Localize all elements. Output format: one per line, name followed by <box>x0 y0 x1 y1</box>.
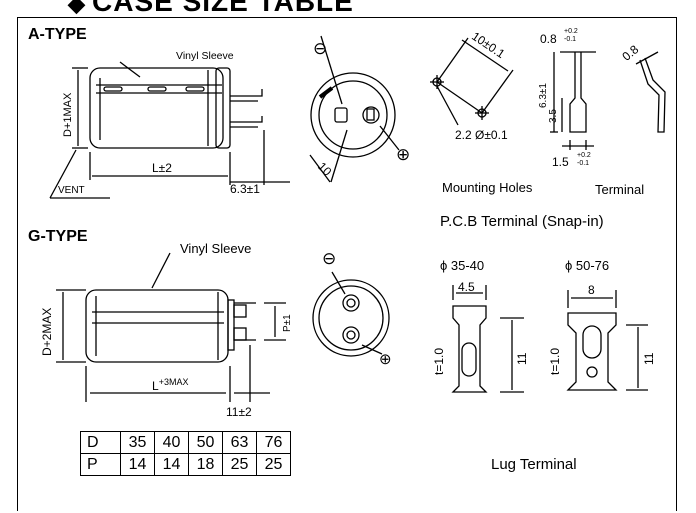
a-type-title: A-TYPE <box>28 26 87 43</box>
table-cell: 14 <box>120 453 155 476</box>
g-type-vinyl-sleeve-label: Vinyl Sleeve <box>180 241 252 256</box>
terminal-thickness-tol-down: -0.1 <box>564 36 577 43</box>
table-cell: 14 <box>154 453 189 476</box>
terminal-width-label: 1.5 <box>552 155 569 169</box>
g-type-side-view <box>56 252 286 402</box>
g-type-lead-length-label: 11±2 <box>226 405 252 419</box>
table-cell: 25 <box>222 453 257 476</box>
lug-right-title: ϕ 50-76 <box>565 258 610 273</box>
table-row: D 35 40 50 63 76 <box>80 431 291 454</box>
g-type-pitch-label: P±1 <box>282 314 293 332</box>
table-cell: 40 <box>154 431 189 454</box>
g-type-diameter-label: D+2MAX <box>40 307 54 356</box>
terminal-height-label: 6.3±1 <box>538 83 549 108</box>
g-type-length-label: L+3MAX <box>152 377 189 393</box>
plus-polarity-icon: ⊕ <box>396 145 411 164</box>
lug-right-height-label: 11 <box>642 352 656 365</box>
a-type-lead-length-label: 6.3±1 <box>230 182 260 196</box>
lug-left-height-label: 11 <box>515 352 529 365</box>
lug-left-title: ϕ 35-40 <box>440 258 485 273</box>
a-type-side-view <box>49 61 290 199</box>
lug-left-diagram <box>451 285 524 393</box>
terminal-caption: Terminal <box>595 182 645 197</box>
a-type-length-label: L±2 <box>152 161 172 175</box>
lug-right-diagram <box>566 290 648 391</box>
terminal-width-tol-up: +0.2 <box>577 152 591 159</box>
diamond-icon: ◆ <box>68 0 85 16</box>
table-cell: 50 <box>188 431 223 454</box>
lug-terminal-caption: Lug Terminal <box>491 456 577 473</box>
lug-left-width-label: 4.5 <box>458 280 475 294</box>
g-plus-polarity-icon: ⊕ <box>379 351 392 368</box>
terminal-diagram <box>550 51 666 150</box>
table-cell: P <box>80 453 121 476</box>
table-cell: 76 <box>256 431 291 454</box>
mounting-holes-diagram <box>430 37 514 126</box>
terminal-thickness-tol-up: +0.2 <box>564 28 578 35</box>
lug-right-width-label: 8 <box>588 283 595 297</box>
mounting-hole-diameter-label: 2.2 Ø±0.1 <box>455 128 508 142</box>
table-cell: D <box>80 431 121 454</box>
lug-right-thickness-label: t=1.0 <box>548 347 562 375</box>
a-type-end-view <box>309 35 400 183</box>
g-type-end-view <box>312 271 390 357</box>
table-cell: 63 <box>222 431 257 454</box>
table-cell: 25 <box>256 453 291 476</box>
terminal-inner-height-label: 3.5 <box>548 109 559 123</box>
pcb-terminal-caption: P.C.B Terminal (Snap-in) <box>440 213 604 230</box>
g-type-title: G-TYPE <box>28 228 88 245</box>
table-cell: 18 <box>188 453 223 476</box>
table-row: P 14 14 18 25 25 <box>80 453 291 476</box>
drawing-frame <box>17 17 677 511</box>
terminal-width-tol-down: -0.1 <box>577 160 590 167</box>
g-minus-polarity-icon: ⊖ <box>322 249 337 268</box>
mounting-holes-caption: Mounting Holes <box>442 180 533 195</box>
terminal-thickness-label: 0.8 <box>540 32 557 46</box>
a-type-vinyl-sleeve-label: Vinyl Sleeve <box>176 50 234 62</box>
a-type-diameter-label: D+1MAX <box>62 92 74 137</box>
lug-left-thickness-label: t=1.0 <box>432 347 446 375</box>
size-table: D 35 40 50 63 76 P 14 14 18 25 25 <box>80 431 291 476</box>
page-title: CASE SIZE TABLE <box>92 0 354 17</box>
minus-polarity-icon: ⊖ <box>313 39 328 58</box>
table-cell: 35 <box>120 431 155 454</box>
a-type-vent-label: VENT <box>58 185 85 196</box>
